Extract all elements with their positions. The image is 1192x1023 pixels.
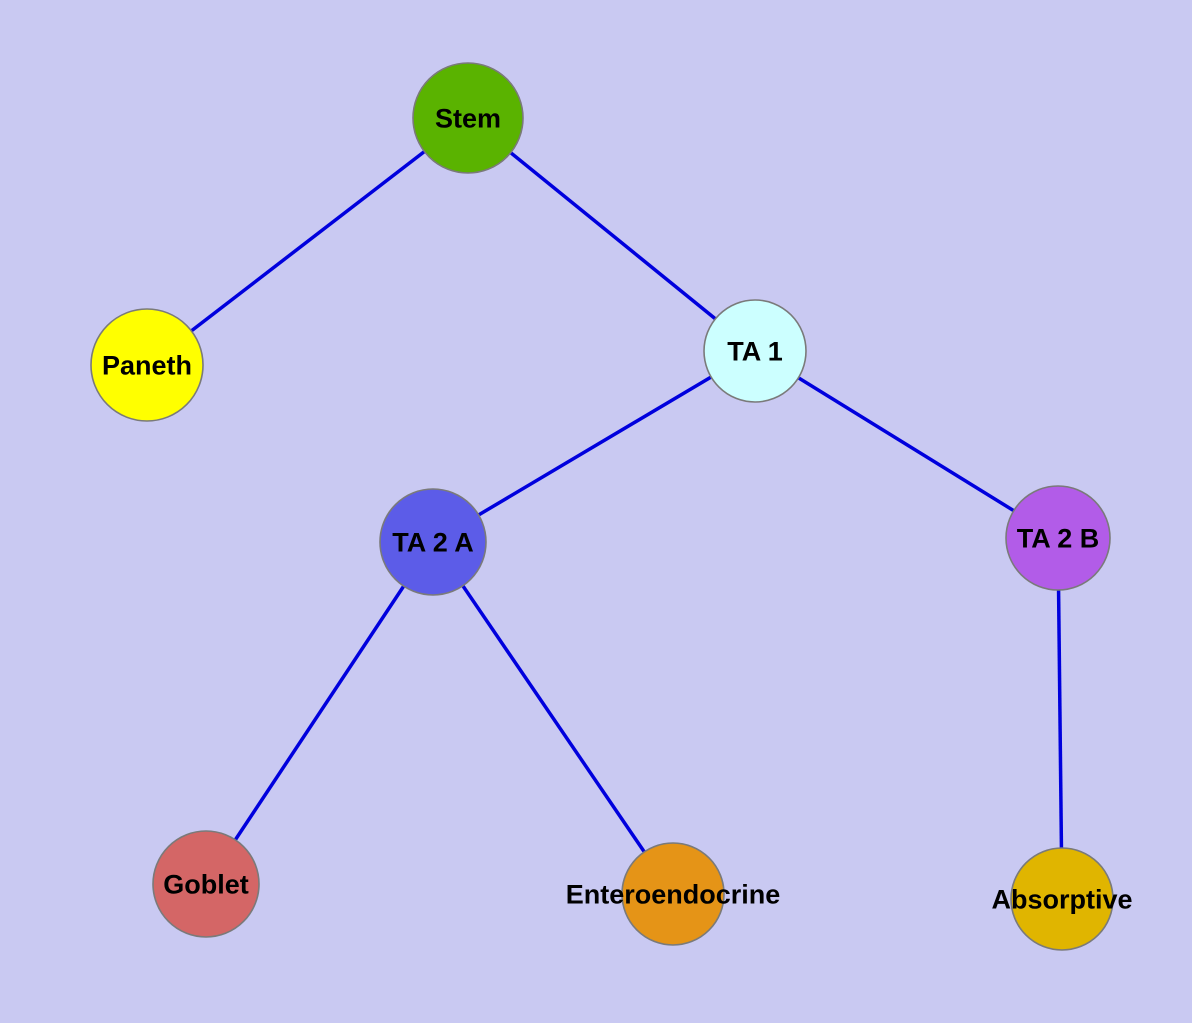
edge-stem-to-paneth [145, 116, 470, 367]
node-enteroendocrine [621, 842, 725, 946]
node-goblet [152, 830, 260, 938]
edge-ta2a-to-goblet [204, 541, 435, 885]
node-label-ta1: TA 1 [727, 336, 783, 366]
node-ta2a [379, 488, 487, 596]
node-label-enteroendocrine: Enteroendocrine [566, 879, 781, 909]
edge-stem-to-ta1 [466, 116, 757, 353]
edge-ta2b-to-absorptive [1056, 537, 1064, 900]
edge-ta1-to-ta2a [432, 349, 756, 544]
node-ta1 [703, 299, 807, 403]
node-absorptive [1010, 847, 1114, 951]
node-ta2b [1005, 485, 1111, 591]
node-stem [412, 62, 524, 174]
edge-ta1-to-ta2b [754, 349, 1059, 540]
node-label-paneth: Paneth [102, 350, 192, 380]
node-paneth [90, 308, 204, 422]
edge-ta2a-to-enteroendocrine [431, 541, 675, 895]
node-label-absorptive: Absorptive [991, 884, 1132, 914]
node-label-ta2b: TA 2 B [1017, 523, 1100, 553]
edges-layer [145, 116, 1064, 900]
node-label-ta2a: TA 2 A [392, 527, 474, 557]
node-label-goblet: Goblet [163, 869, 249, 899]
nodes-layer [90, 62, 1114, 951]
node-label-stem: Stem [435, 103, 501, 133]
